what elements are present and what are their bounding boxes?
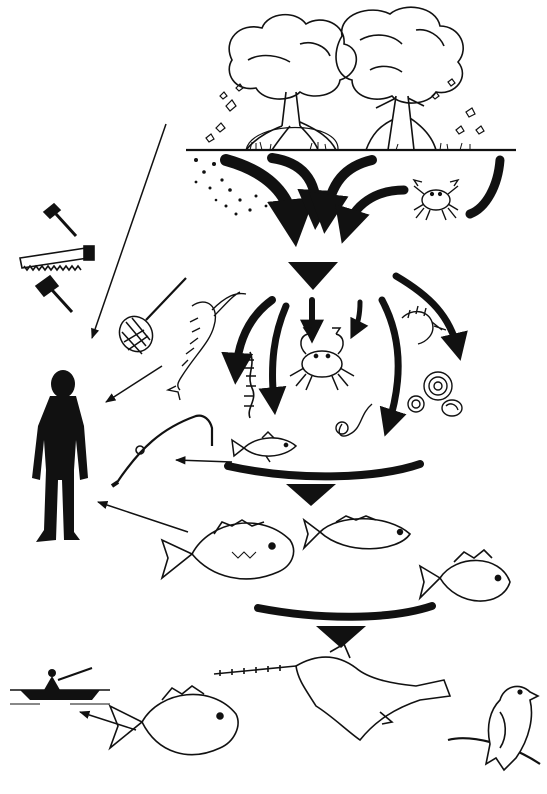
- arrow-fish-to-rod: [176, 460, 232, 462]
- worm-icon: [244, 352, 256, 418]
- invertebrate-flow-arrows: [236, 276, 458, 426]
- pneumatophores: [250, 142, 470, 150]
- fish-icon: [162, 520, 294, 579]
- detritus-down-arrow: [288, 262, 338, 290]
- snail-icon: [408, 372, 462, 416]
- sawfish-icon: [214, 644, 450, 740]
- bird-icon: [448, 686, 540, 770]
- fish-icon: [304, 516, 410, 549]
- crab-icon: [290, 328, 354, 390]
- scoop-net-icon: [113, 278, 186, 358]
- fishing-rod-icon: [112, 416, 212, 486]
- small-fish-down-arrow: [286, 484, 336, 506]
- mangrove-tree-icon: [229, 7, 463, 150]
- predator-flow-curve: [258, 606, 432, 617]
- fish-icon: [110, 686, 238, 755]
- arrow-fish-to-human: [98, 502, 188, 532]
- detritus-flow-arrows: [226, 158, 500, 230]
- arrow-trees-to-human: [92, 124, 166, 338]
- small-fish-icon: [232, 432, 296, 462]
- small-fish-flow-curve: [228, 464, 420, 476]
- tools-icon: [20, 204, 94, 312]
- shrimp-icon: [168, 292, 246, 400]
- arrow-shrimp-to-human: [106, 366, 162, 402]
- predator-down-arrow: [316, 626, 366, 648]
- gastropod-icon: [336, 404, 372, 436]
- boat-icon: [10, 668, 110, 704]
- fish-icon: [420, 550, 510, 601]
- human-silhouette-icon: [32, 370, 88, 542]
- crab-icon: [414, 180, 458, 220]
